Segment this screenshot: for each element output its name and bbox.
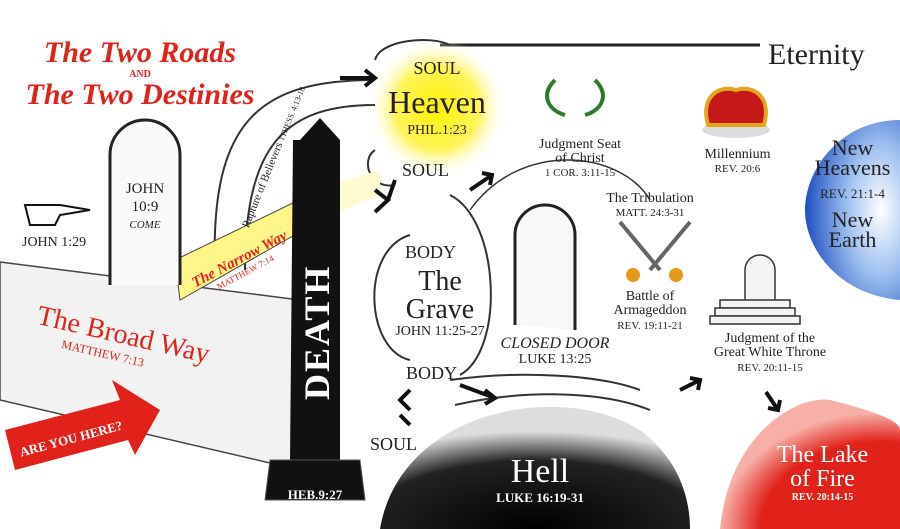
new-heavens-area — [805, 120, 900, 300]
grave-outline — [373, 194, 492, 376]
lake-of-fire-line2: of Fire — [790, 466, 855, 492]
title-line2: The Two Destinies — [25, 78, 255, 111]
grave: The Grave JOHN 11:25-27 — [385, 268, 495, 340]
armageddon-line2: Armageddon — [613, 303, 687, 318]
hell-area — [380, 406, 690, 529]
grave-body-label: BODY — [405, 242, 457, 262]
new-earth-line1: New — [831, 207, 874, 232]
lake-of-fire-line1: The Lake — [776, 442, 869, 468]
door-john-line1: JOHN — [125, 181, 165, 197]
white-throne-ref: REV. 20:11-15 — [737, 362, 803, 374]
closed-door-ref: LUKE 13:25 — [518, 352, 592, 367]
white-throne-icon — [709, 254, 801, 325]
grave-label1: The — [418, 266, 462, 297]
new-heavens-ref: REV. 21:1-4 — [820, 186, 885, 201]
rapture-path — [213, 79, 376, 271]
white-throne-line1: Judgment of the — [724, 331, 816, 346]
new-heavens-line1: New — [831, 135, 874, 160]
title-and: AND — [129, 69, 151, 80]
tribulation-ref: MATT. 24:3-31 — [615, 207, 685, 219]
pointing-hand-icon — [23, 204, 91, 226]
grave-label2: Grave — [405, 294, 475, 325]
new-earth-line2: Earth — [828, 227, 877, 252]
pointer-ref: JOHN 1:29 — [22, 235, 87, 250]
armageddon-ref: REV. 19:11-21 — [617, 320, 683, 332]
death-label: DEATH — [297, 264, 337, 400]
tribulation-label: The Tribulation — [606, 191, 694, 206]
closed-door: CLOSED DOOR LUKE 13:25 — [495, 336, 615, 368]
laurel-wreath-icon — [545, 78, 605, 117]
judgment-seat-line2: of Christ — [555, 151, 605, 166]
death-ref: HEB.9:27 — [287, 487, 343, 502]
hell-label: Hell — [510, 453, 570, 490]
hell: Hell LUKE 16:19-31 — [480, 455, 600, 507]
title-line1: The Two Roads — [43, 36, 237, 69]
lake-of-fire-area — [720, 399, 900, 529]
door-john — [108, 118, 182, 285]
millennium: Millennium REV. 20:6 — [690, 148, 785, 176]
tribulation: The Tribulation MATT. 24:3-31 — [590, 192, 710, 220]
millennium-label: Millennium — [704, 147, 771, 162]
heaven-glow — [367, 38, 507, 178]
crossed-swords-icon — [618, 220, 692, 282]
closed-door-icon — [513, 203, 577, 330]
judgment-seat-ref: 1 COR. 3:11-15 — [544, 167, 616, 179]
lake-of-fire: The Lake of Fire REV. 20:14-15 — [760, 443, 885, 505]
white-throne-line2: Great White Throne — [713, 345, 827, 360]
millennium-ref: REV. 20:6 — [714, 163, 761, 175]
lower-soul-label: SOUL — [370, 434, 418, 454]
judgment-seat-line1: Judgment Seat — [538, 137, 622, 152]
new-heavens: New Heavens REV. 21:1-4 New Earth — [805, 135, 900, 252]
door-john-come: COME — [129, 219, 161, 231]
are-you-here-arrow — [5, 380, 160, 470]
arrows — [340, 68, 782, 427]
death-obelisk — [290, 118, 340, 460]
heaven-soul-label: SOUL — [413, 58, 461, 78]
grave-soul-label: SOUL — [402, 160, 450, 180]
door-john-line2: 10:9 — [131, 199, 159, 215]
lake-of-fire-ref: REV. 20:14-15 — [791, 492, 854, 503]
eternity-label: Eternity — [768, 38, 865, 71]
armageddon-line1: Battle of — [625, 289, 675, 304]
heaven-label: Heaven — [388, 84, 486, 120]
judgment-seat: Judgment Seat of Christ 1 COR. 3:11-15 — [520, 138, 640, 180]
lower-body-label: BODY — [406, 363, 458, 383]
closed-door-label: CLOSED DOOR — [500, 335, 610, 352]
hell-ref: LUKE 16:19-31 — [496, 490, 584, 505]
armageddon: Battle of Armageddon REV. 19:11-21 — [600, 290, 700, 334]
crown-icon — [702, 86, 770, 138]
new-heavens-line2: Heavens — [814, 155, 891, 180]
heaven-ref: PHIL.1:23 — [407, 123, 467, 138]
white-throne: Judgment of the Great White Throne REV. … — [700, 332, 840, 376]
door-john-text: JOHN 10:9 COME — [112, 180, 178, 234]
grave-ref: JOHN 11:25-27 — [395, 324, 485, 339]
